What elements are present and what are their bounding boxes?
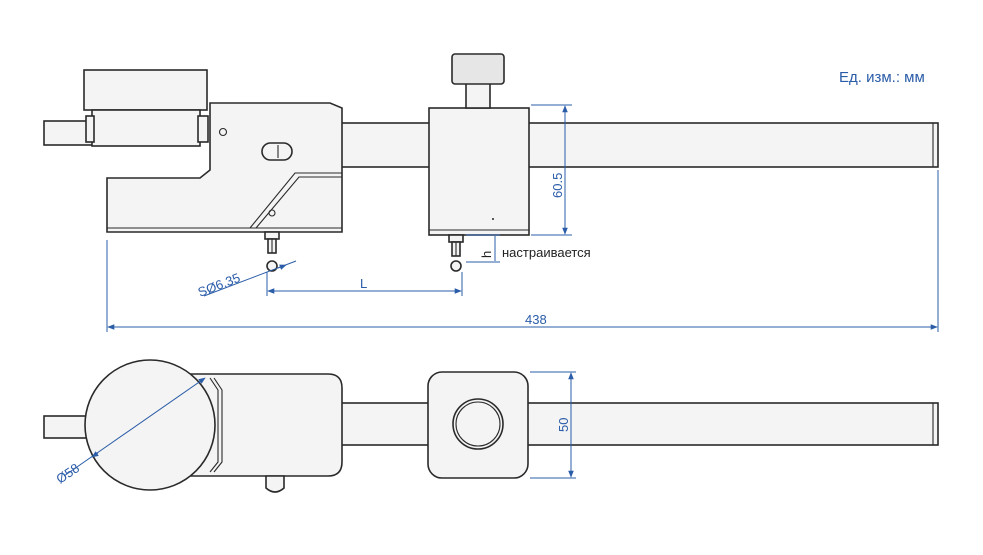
adjust-note: настраивается bbox=[502, 245, 591, 260]
top-view bbox=[43, 359, 939, 493]
dimension-h: h настраивается bbox=[466, 234, 591, 263]
width-label: 50 bbox=[556, 418, 571, 432]
units-label: Ед. изм.: мм bbox=[839, 69, 925, 86]
dimensions: Ед. изм.: мм 60.5 h настраивается SØ6.35 bbox=[53, 69, 939, 486]
dial-gauge-front bbox=[83, 69, 209, 147]
front-view bbox=[43, 53, 939, 272]
left-probe-front bbox=[264, 231, 280, 272]
dimension-width: 50 bbox=[530, 371, 576, 479]
dial-top bbox=[84, 359, 216, 491]
beam-top bbox=[329, 402, 939, 446]
ball-diameter-label: SØ6.35 bbox=[196, 270, 243, 300]
dimension-ball: SØ6.35 bbox=[196, 260, 297, 300]
height-label: 60.5 bbox=[550, 173, 565, 198]
beam-front bbox=[329, 122, 939, 168]
sliding-block-front bbox=[428, 53, 530, 236]
right-probe-front bbox=[448, 234, 464, 272]
probe-knob-top bbox=[265, 475, 285, 493]
dimension-total: 438 bbox=[106, 170, 939, 332]
sliding-block-top bbox=[427, 371, 529, 479]
dial-diameter-label: Ø58 bbox=[53, 460, 82, 486]
main-body-front bbox=[106, 102, 343, 233]
dimension-spacing: L bbox=[266, 272, 463, 296]
spacing-label: L bbox=[360, 276, 367, 291]
main-body-top bbox=[189, 373, 343, 477]
dimension-height: 60.5 bbox=[531, 104, 572, 236]
h-label: h bbox=[479, 251, 494, 258]
total-length-label: 438 bbox=[525, 312, 547, 327]
